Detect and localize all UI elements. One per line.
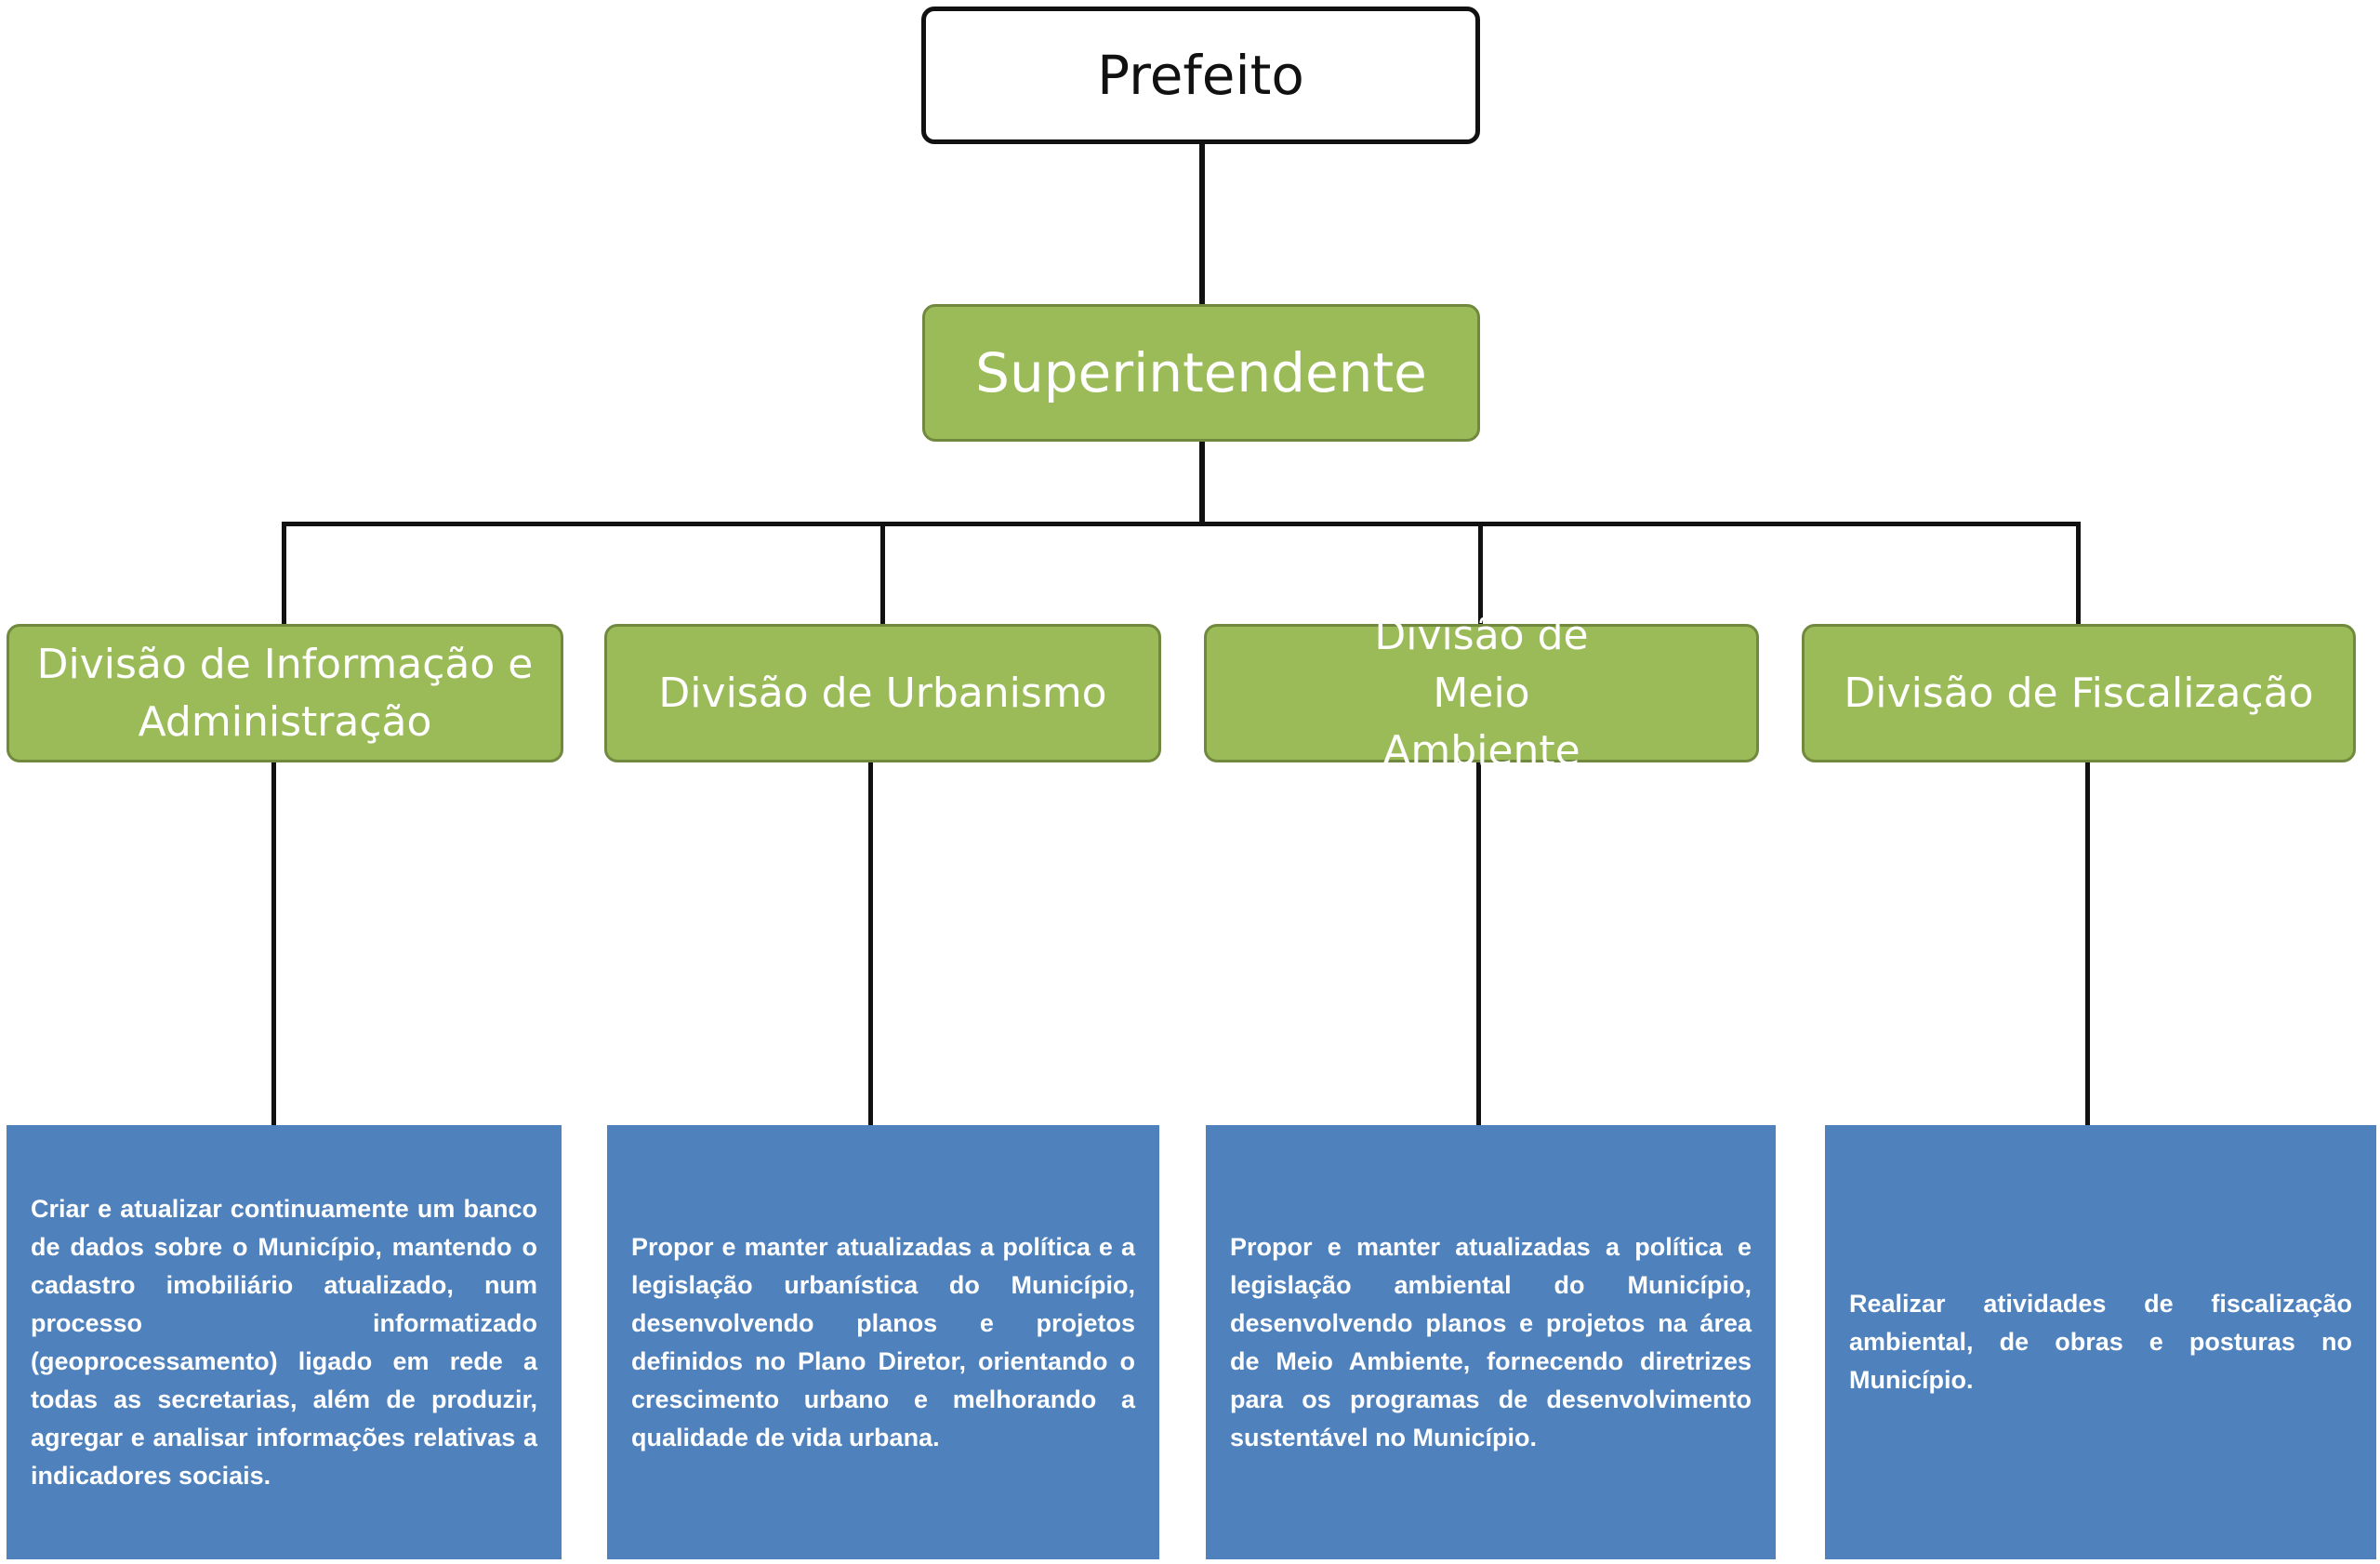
node-label: Divisão de Meio Ambiente (1374, 611, 1589, 775)
description-text: Propor e manter atualizadas a política e… (631, 1232, 1135, 1451)
description-box-urbanismo: Propor e manter atualizadas a política e… (607, 1125, 1159, 1559)
description-box-meio-ambiente: Propor e manter atualizadas a política e… (1206, 1125, 1776, 1559)
connector-division-4 (2076, 522, 2081, 624)
connector-division-2 (880, 522, 885, 624)
description-text: Realizar atividades de fiscalização ambi… (1849, 1290, 2352, 1394)
node-prefeito: Prefeito (921, 7, 1480, 144)
description-text: Criar e atualizar continuamente um banco… (31, 1194, 537, 1490)
connector-description-2 (868, 762, 873, 1130)
node-division-meio-ambiente: Divisão de Meio Ambiente (1204, 612, 1759, 775)
description-box-fiscalizacao: Realizar atividades de fiscalização ambi… (1825, 1125, 2376, 1559)
connector-superintendent-down (1199, 442, 1205, 526)
node-division-urbanismo: Divisão de Urbanismo (604, 624, 1161, 762)
connector-description-3 (1476, 762, 1481, 1130)
connector-division-1 (282, 522, 286, 624)
description-text: Propor e manter atualizadas a política e… (1230, 1232, 1752, 1451)
node-division-fiscalizacao: Divisão de Fiscalização (1802, 624, 2356, 762)
node-label: Divisão de Urbanismo (658, 669, 1107, 717)
description-box-informacao: Criar e atualizar continuamente um banco… (7, 1125, 562, 1559)
node-label: Divisão de Fiscalização (1844, 669, 2314, 717)
node-superintendente: Superintendente (922, 304, 1480, 442)
node-label: Divisão de Informação e Administração (36, 640, 534, 746)
connector-description-4 (2085, 762, 2090, 1130)
connector-root-superintendent (1199, 144, 1205, 304)
node-label: Prefeito (1097, 44, 1304, 107)
node-division-informacao: Divisão de Informação e Administração (7, 624, 563, 762)
connector-description-1 (271, 762, 276, 1130)
node-label: Superintendente (975, 341, 1427, 404)
connector-horizontal (282, 522, 2081, 526)
connector-division-3 (1478, 522, 1483, 624)
